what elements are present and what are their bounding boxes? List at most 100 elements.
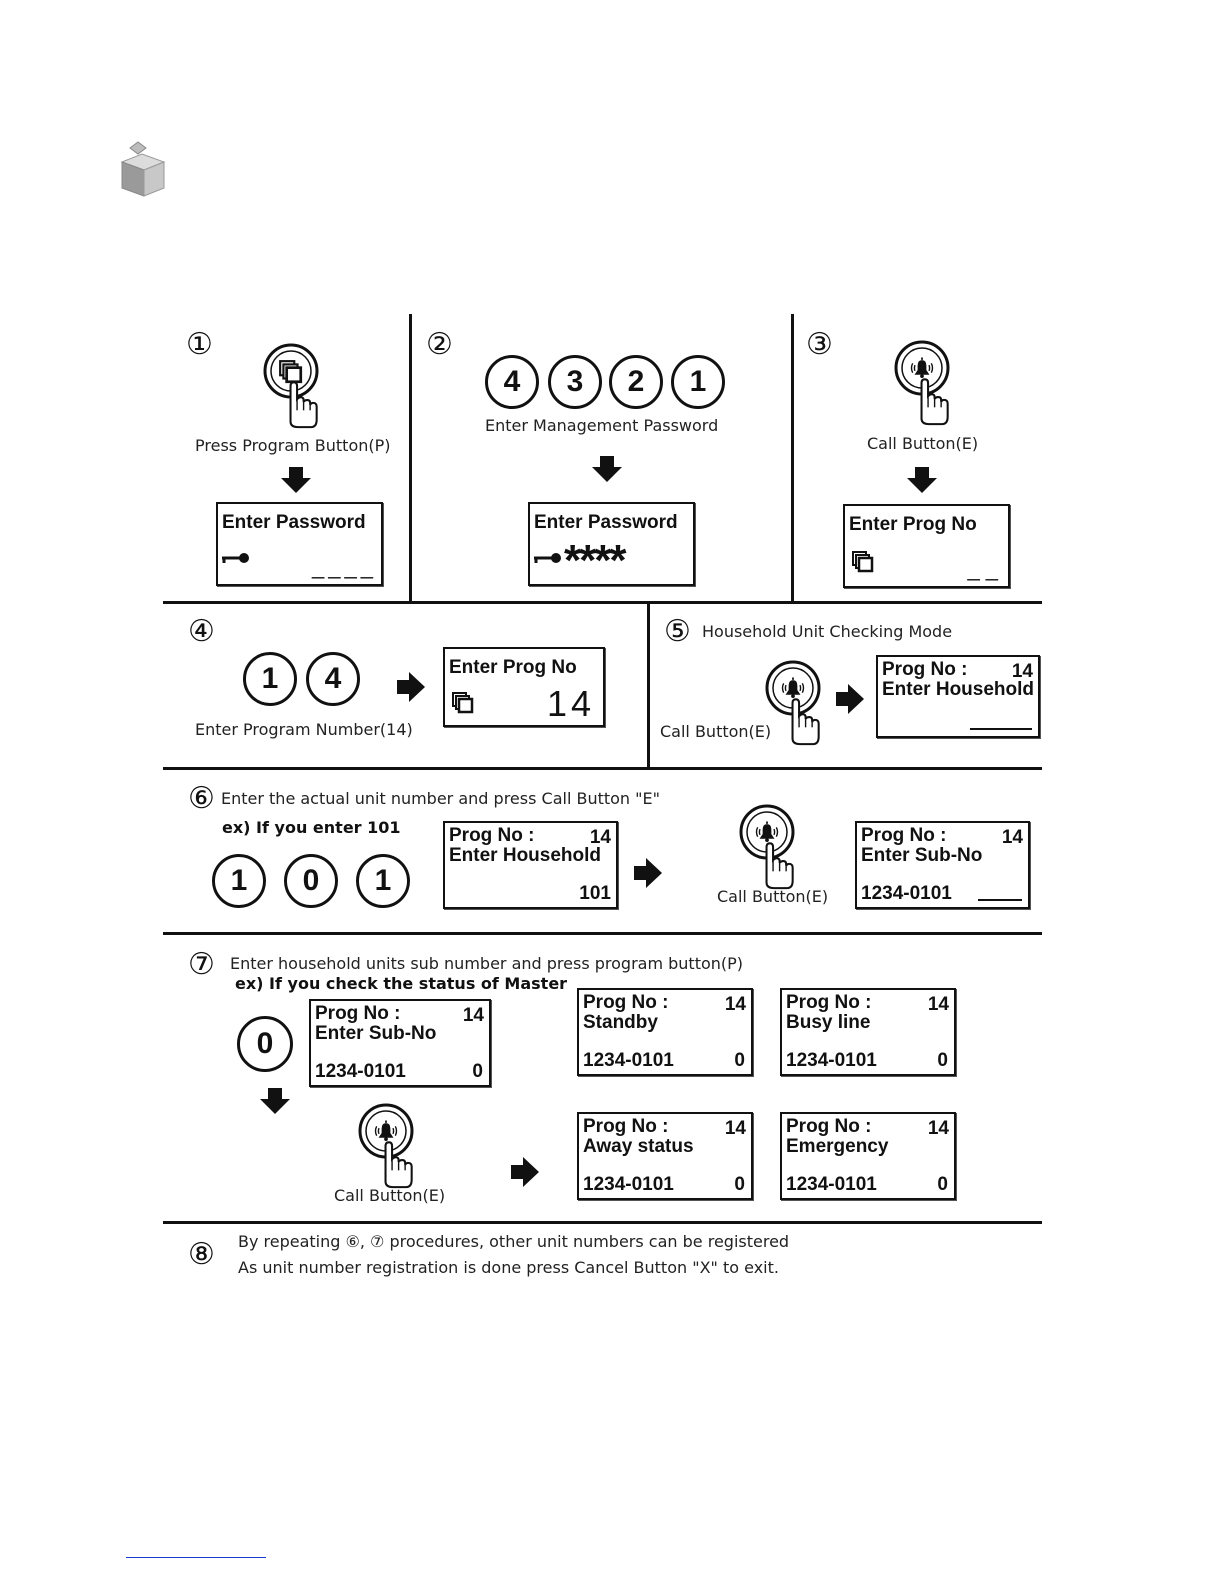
digit-button[interactable]: 2 (609, 355, 663, 409)
lcd-display: Prog No : 14 Enter Sub-No 1234-0101 (855, 821, 1030, 909)
arrow-down-icon (281, 467, 311, 493)
lcd-value: 1234-0101 (583, 1050, 674, 1071)
lcd-display-standby: Prog No : 14 Standby 1234-0101 0 (577, 988, 753, 1076)
lcd-prog-number: 14 (724, 994, 746, 1015)
lcd-value: 101 (579, 883, 611, 904)
call-button-hand-icon[interactable] (355, 1103, 417, 1189)
divider (647, 604, 650, 769)
lcd-blank (978, 899, 1022, 901)
arrow-down-icon (907, 467, 937, 493)
key-icon (222, 550, 252, 566)
lcd-title: Enter Prog No (849, 514, 977, 535)
lcd-line2: Standby (583, 1012, 658, 1033)
step-text-line: As unit number registration is done pres… (238, 1258, 779, 1277)
lcd-value: 1234-0101 (861, 883, 952, 904)
lcd-blank (970, 728, 1032, 730)
divider (791, 314, 794, 604)
call-button-hand-icon[interactable] (762, 660, 824, 746)
lcd-line1: Prog No : (861, 825, 947, 846)
lcd-value: 14 (546, 683, 595, 724)
lcd-prog-number: 14 (1001, 827, 1023, 848)
step-text-line: By repeating ⑥, ⑦ procedures, other unit… (238, 1232, 790, 1251)
divider (163, 1221, 1042, 1224)
lcd-line2: Enter Sub-No (315, 1023, 437, 1044)
call-button-hand-icon[interactable] (736, 804, 798, 890)
lcd-line1: Prog No : (315, 1003, 401, 1024)
step-caption: Call Button(E) (334, 1186, 446, 1205)
lcd-display: Enter Password **** (528, 502, 695, 586)
lcd-display-emergency: Prog No : 14 Emergency 1234-0101 0 (780, 1112, 956, 1200)
lcd-line1: Prog No : (882, 659, 968, 680)
arrow-right-icon (634, 858, 662, 888)
digit-button[interactable]: 3 (548, 355, 602, 409)
lcd-prog-number: 14 (927, 994, 949, 1015)
divider (163, 601, 1042, 604)
program-button-hand-icon[interactable] (260, 343, 322, 429)
lcd-display-busy: Prog No : 14 Busy line 1234-0101 0 (780, 988, 956, 1076)
arrow-right-icon (511, 1157, 539, 1187)
lcd-stars: **** (564, 536, 626, 585)
step-number: ① (186, 327, 213, 362)
divider (409, 314, 412, 604)
step-number: ⑧ (188, 1237, 215, 1272)
example-text: ex) If you enter 101 (222, 818, 401, 837)
step-number: ④ (188, 614, 215, 649)
digit-button[interactable]: 0 (237, 1016, 293, 1072)
lcd-line1: Prog No : (583, 1116, 669, 1137)
arrow-down-icon (592, 456, 622, 482)
lcd-prog-number: 14 (927, 1118, 949, 1139)
lcd-value: 1234-0101 (583, 1174, 674, 1195)
step-number: ⑤ (664, 614, 691, 649)
program-symbol-icon (851, 550, 875, 574)
lcd-prog-number: 14 (589, 827, 611, 848)
lcd-value: 1234-0101 (786, 1174, 877, 1195)
lcd-line1: Prog No : (786, 992, 872, 1013)
lcd-line2: Enter Household (882, 679, 1035, 700)
step-number: ⑥ (188, 781, 215, 816)
key-icon (534, 550, 564, 566)
digit-button[interactable]: 1 (671, 355, 725, 409)
step-number: ② (426, 327, 453, 362)
digit-button[interactable]: 0 (284, 854, 338, 908)
footnote-rule (126, 1557, 266, 1558)
lcd-line1: Prog No : (786, 1116, 872, 1137)
step-caption: Call Button(E) (867, 434, 979, 453)
call-button-hand-icon[interactable] (891, 340, 953, 426)
arrow-right-icon (836, 684, 864, 714)
lcd-display: Enter Prog No 14 (443, 647, 605, 727)
lcd-display: Enter Password ____ (216, 502, 383, 586)
lcd-sub: 0 (937, 1050, 948, 1071)
lcd-sub: 0 (734, 1174, 745, 1195)
lcd-display: Prog No : 14 Enter Household (876, 655, 1040, 738)
digit-button[interactable]: 4 (306, 652, 360, 706)
step-caption: Call Button(E) (660, 722, 772, 741)
digit-button[interactable]: 4 (485, 355, 539, 409)
arrow-right-icon (397, 672, 425, 702)
lcd-line2: Enter Sub-No (861, 845, 983, 866)
step-title: Enter household units sub number and pre… (230, 954, 744, 973)
lcd-value: 1234-0101 (315, 1061, 406, 1082)
step-caption: Enter Program Number(14) (195, 720, 413, 739)
lcd-title: Enter Password (222, 512, 366, 533)
lcd-prog-number: 14 (462, 1005, 484, 1026)
digit-button[interactable]: 1 (243, 652, 297, 706)
program-symbol-icon (451, 691, 475, 715)
lcd-prog-number: 14 (1011, 661, 1033, 682)
lcd-line2: Busy line (786, 1012, 871, 1033)
lcd-display: Enter Prog No __ (843, 504, 1010, 588)
lcd-line2: Away status (583, 1136, 694, 1157)
lcd-value: 1234-0101 (786, 1050, 877, 1071)
lcd-display: Prog No : 14 Enter Household 101 (443, 821, 618, 909)
lcd-sub: 0 (734, 1050, 745, 1071)
lcd-blanks: __ (967, 556, 1004, 581)
example-text: ex) If you check the status of Master (235, 974, 568, 993)
step-caption: Call Button(E) (717, 887, 829, 906)
lcd-title: Enter Password (534, 512, 678, 533)
digit-button[interactable]: 1 (356, 854, 410, 908)
lcd-display: Prog No : 14 Enter Sub-No 1234-0101 0 (309, 999, 491, 1087)
digit-button[interactable]: 1 (212, 854, 266, 908)
lcd-line1: Prog No : (583, 992, 669, 1013)
divider (163, 767, 1042, 770)
lcd-sub: 0 (472, 1061, 483, 1082)
divider (163, 932, 1042, 935)
